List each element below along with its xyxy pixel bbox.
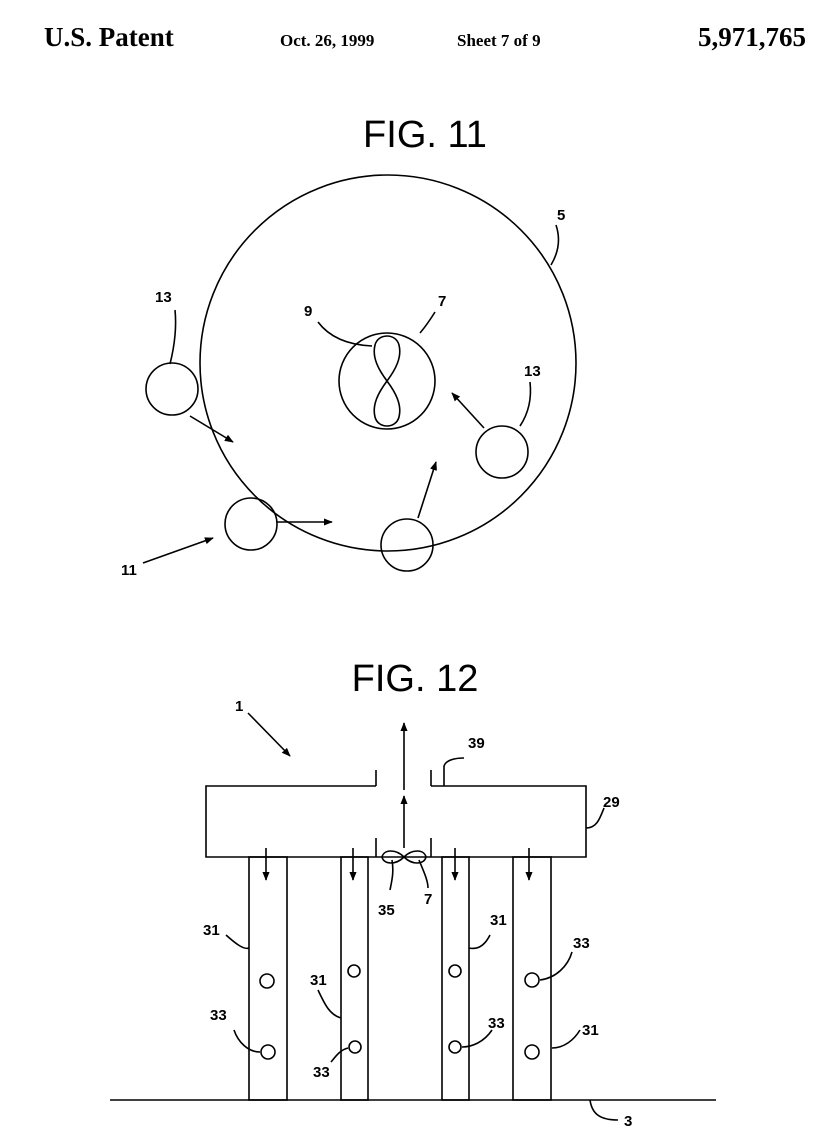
leader-line — [419, 311, 436, 334]
label-7: 7 — [438, 293, 446, 310]
particle-circle — [475, 425, 529, 479]
header-box-29 — [205, 785, 587, 858]
particle-33 — [448, 1040, 462, 1054]
leader-line — [589, 1099, 619, 1121]
leader-line — [389, 859, 394, 891]
label-13: 13 — [524, 363, 541, 380]
inner-chamber-circle — [338, 332, 436, 430]
leader-line — [468, 934, 491, 950]
fig11-diagram — [142, 174, 577, 572]
leader-line — [461, 1029, 493, 1048]
leader-line — [169, 309, 177, 365]
label-9: 9 — [304, 303, 312, 320]
label-31: 31 — [582, 1022, 599, 1039]
fig11-title: FIG. 11 — [363, 114, 487, 156]
impeller-figure-eight — [373, 335, 401, 427]
leader-line — [233, 1029, 261, 1053]
tube-31 — [441, 856, 470, 1101]
particle-33 — [347, 964, 361, 978]
patent-date: Oct. 26, 1999 — [280, 31, 375, 50]
flow-arrow — [247, 712, 291, 757]
label-7: 7 — [424, 891, 432, 908]
label-31: 31 — [490, 912, 507, 929]
leader-line — [539, 951, 573, 981]
leader-line — [317, 989, 342, 1019]
particle-33 — [448, 964, 462, 978]
leader-line — [317, 321, 373, 347]
main-vessel-circle — [199, 174, 577, 552]
fig12-title: FIG. 12 — [351, 658, 479, 700]
label-11: 11 — [121, 562, 137, 579]
sheet-number: Sheet 7 of 9 — [457, 31, 541, 50]
flow-arrow — [189, 415, 234, 443]
label-3: 3 — [624, 1113, 632, 1130]
label-31: 31 — [310, 972, 327, 989]
leader-line — [443, 757, 465, 786]
flow-arrow — [142, 537, 214, 564]
leader-line — [330, 1047, 349, 1063]
patent-header-title: U.S. Patent — [44, 22, 174, 52]
particle-33 — [260, 1044, 276, 1060]
particle-33 — [524, 972, 540, 988]
label-33: 33 — [210, 1007, 227, 1024]
label-13: 13 — [155, 289, 172, 306]
label-39: 39 — [468, 735, 485, 752]
label-1: 1 — [235, 698, 243, 715]
leader-line — [551, 1029, 581, 1049]
label-33: 33 — [488, 1015, 505, 1032]
leader-line — [519, 381, 532, 427]
label-29: 29 — [603, 794, 620, 811]
leader-line — [550, 224, 560, 266]
impeller-figure-eight — [381, 850, 427, 864]
particle-circle — [380, 518, 434, 572]
particle-circle — [145, 362, 199, 416]
label-35: 35 — [378, 902, 395, 919]
leader-line — [585, 807, 605, 829]
flow-arrow — [451, 392, 485, 429]
label-33: 33 — [573, 935, 590, 952]
label-31: 31 — [203, 922, 220, 939]
leader-line — [225, 934, 250, 950]
patent-number: 5,971,765 — [698, 22, 806, 52]
label-5: 5 — [557, 207, 565, 224]
particle-circle — [224, 497, 278, 551]
leader-line — [418, 859, 429, 889]
particle-33 — [259, 973, 275, 989]
tube-31 — [340, 856, 369, 1101]
tube-31 — [248, 856, 288, 1101]
fig12-diagram — [110, 712, 716, 1121]
particle-33 — [524, 1044, 540, 1060]
label-33: 33 — [313, 1064, 330, 1081]
flow-arrow — [417, 461, 437, 519]
particle-33 — [348, 1040, 362, 1054]
